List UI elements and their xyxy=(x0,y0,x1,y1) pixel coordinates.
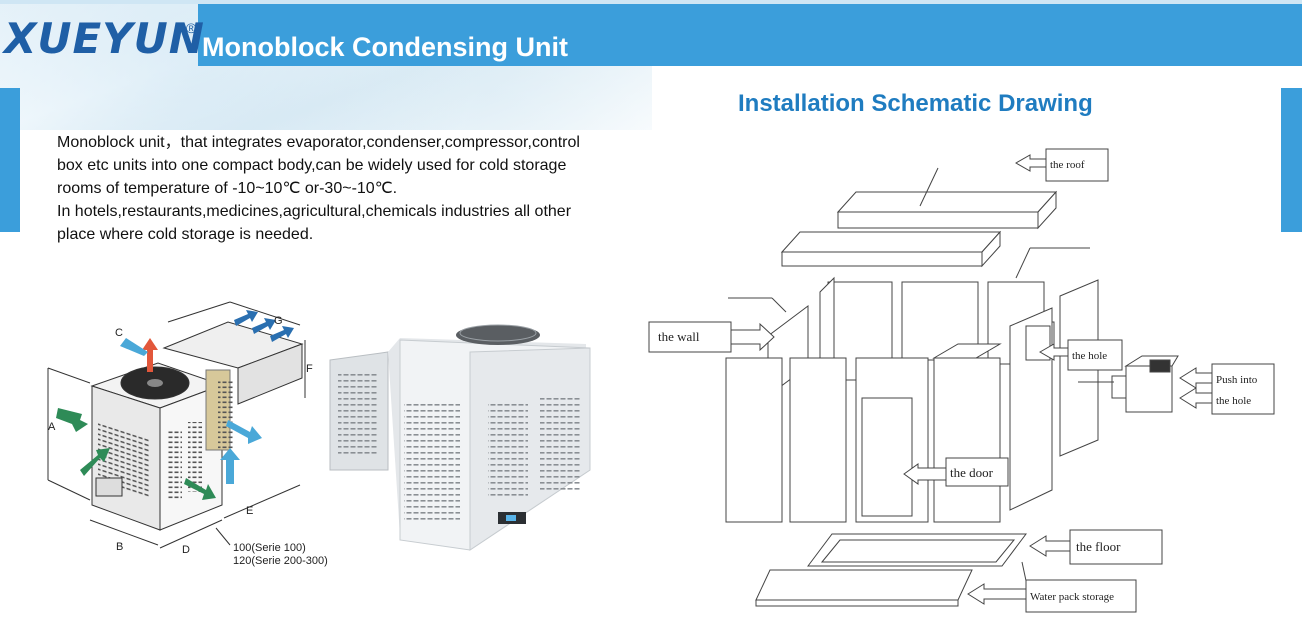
wall-label: the wall xyxy=(658,329,700,344)
dim-line-e xyxy=(223,484,301,519)
floor-label: the floor xyxy=(1076,539,1121,554)
dim-line-top xyxy=(167,301,231,323)
note-leader xyxy=(215,527,231,546)
label-b: B xyxy=(116,541,123,553)
green-arrow-left xyxy=(56,408,88,432)
roof-label: the roof xyxy=(1050,159,1085,171)
floor-label-box xyxy=(1069,529,1163,565)
unit-line-drawing xyxy=(47,301,306,549)
label-f: F xyxy=(306,363,313,375)
label-d: D xyxy=(182,544,190,556)
description-line: rooms of temperature of -10~10℃ or-30~-1… xyxy=(57,180,398,197)
dim-line-d xyxy=(159,519,223,549)
control-box xyxy=(95,477,123,497)
unit-front-vents-1 xyxy=(488,402,528,498)
floor-arrow xyxy=(1029,535,1071,557)
blue-arrow-up xyxy=(220,448,240,484)
description-line: Monoblock unit，that integrates evaporato… xyxy=(57,134,580,151)
blue-arrow xyxy=(120,338,148,356)
push-arrow-1 xyxy=(1179,367,1213,389)
description-line: In hotels,restaurants,medicines,agricult… xyxy=(57,203,572,220)
unit-side-vents xyxy=(404,404,460,524)
title-bar xyxy=(198,4,1302,66)
unit-labels: A B C D E F G 100(Serie 100) 120(Serie 2… xyxy=(48,315,328,567)
small-unit xyxy=(1125,365,1173,413)
note-line-1: 100(Serie 100) xyxy=(233,542,306,554)
note-line-2: 120(Serie 200-300) xyxy=(233,555,328,567)
description-line: place where cold storage is needed. xyxy=(57,226,314,243)
roof-leader xyxy=(919,167,939,207)
roof-label-box xyxy=(1045,148,1109,182)
door-panel xyxy=(861,397,913,517)
dim-line-b xyxy=(89,519,159,546)
registered-mark: ® xyxy=(186,20,197,36)
schematic-title: Installation Schematic Drawing xyxy=(738,90,1093,117)
water-label: Water pack storage xyxy=(1030,591,1114,603)
blue-arrow-side xyxy=(226,420,262,444)
schematic-label-text: the roof the wall the hole Push into the… xyxy=(658,159,1258,603)
schematic-drawing xyxy=(725,167,1179,607)
push-label-box xyxy=(1211,363,1275,415)
door-label-box xyxy=(945,457,1009,487)
push-label-1: Push into xyxy=(1216,374,1258,386)
red-arrow xyxy=(142,338,158,372)
wall-arrow xyxy=(730,322,775,352)
brand-logo: XUEYUN xyxy=(4,14,205,63)
water-arrow xyxy=(967,583,1027,605)
door-label: the door xyxy=(950,465,994,480)
evaporator-side xyxy=(237,343,303,405)
page-title: Monoblock Condensing Unit xyxy=(202,32,568,62)
roof-panel-top xyxy=(836,191,1058,213)
blue-arrow-g1 xyxy=(234,310,258,326)
schematic-labels xyxy=(648,148,1275,613)
green-arrow-right xyxy=(184,478,216,500)
description: Monoblock unit，that integrates evaporato… xyxy=(57,131,647,246)
water-pack xyxy=(755,569,973,601)
water-label-box xyxy=(1025,579,1137,613)
description-line: box etc units into one compact body,can … xyxy=(57,157,567,174)
hole-label-box xyxy=(1067,339,1123,371)
roof-arrow xyxy=(1014,154,1047,172)
label-g: G xyxy=(274,315,283,327)
front-wall-4 xyxy=(933,357,1001,523)
label-c: C xyxy=(115,327,123,339)
unit-product-image xyxy=(329,324,591,551)
wall-label-box xyxy=(648,321,732,353)
label-e: E xyxy=(246,505,253,517)
push-label-2: the hole xyxy=(1216,395,1251,407)
green-arrow-bottom xyxy=(80,448,110,476)
hole-label: the hole xyxy=(1072,350,1107,362)
left-side-tab xyxy=(0,88,20,232)
push-arrow-2 xyxy=(1179,387,1213,409)
airflow-arrows xyxy=(56,310,294,500)
side-vents xyxy=(168,430,182,500)
front-wall-2 xyxy=(789,357,847,523)
blue-arrow-g3 xyxy=(270,326,294,342)
roof-panel-bottom xyxy=(780,231,1002,253)
unit-front-vents-2 xyxy=(540,396,580,492)
front-wall-1 xyxy=(725,357,783,523)
label-a: A xyxy=(48,421,56,433)
top-line xyxy=(0,0,1302,4)
blue-arrow-g2 xyxy=(252,318,276,334)
right-side-tab xyxy=(1281,88,1302,232)
